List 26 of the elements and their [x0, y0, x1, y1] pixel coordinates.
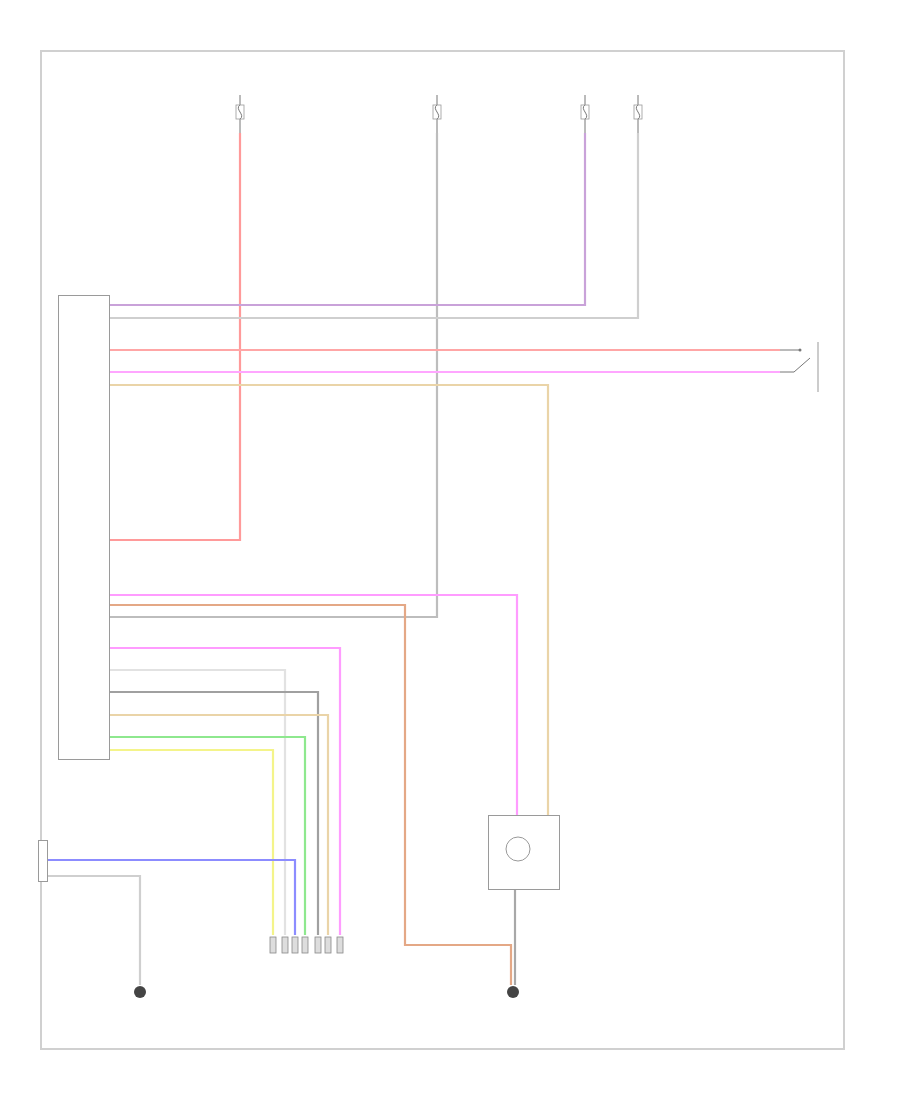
wire — [110, 668, 287, 935]
switch-symbol — [780, 340, 820, 395]
component-box — [38, 840, 48, 882]
fuse-symbol — [577, 95, 593, 133]
wire — [110, 348, 780, 352]
wire — [513, 890, 517, 985]
component-box — [58, 295, 110, 760]
wire — [110, 370, 780, 374]
fuse-symbol — [429, 95, 445, 133]
wire — [110, 133, 439, 619]
wire — [110, 133, 242, 542]
wire — [110, 748, 275, 935]
wire — [110, 735, 307, 935]
wire — [48, 858, 297, 935]
fuse-symbol — [232, 95, 248, 133]
wire — [110, 133, 640, 320]
wire — [110, 603, 513, 985]
ground-symbol — [133, 985, 147, 999]
fuse-symbol — [630, 95, 646, 133]
wire — [110, 593, 519, 815]
wire — [110, 646, 342, 935]
wire — [110, 133, 587, 307]
wire — [48, 874, 142, 985]
wire — [110, 383, 550, 815]
motor-symbol — [488, 815, 560, 890]
ground-symbol — [506, 985, 520, 999]
